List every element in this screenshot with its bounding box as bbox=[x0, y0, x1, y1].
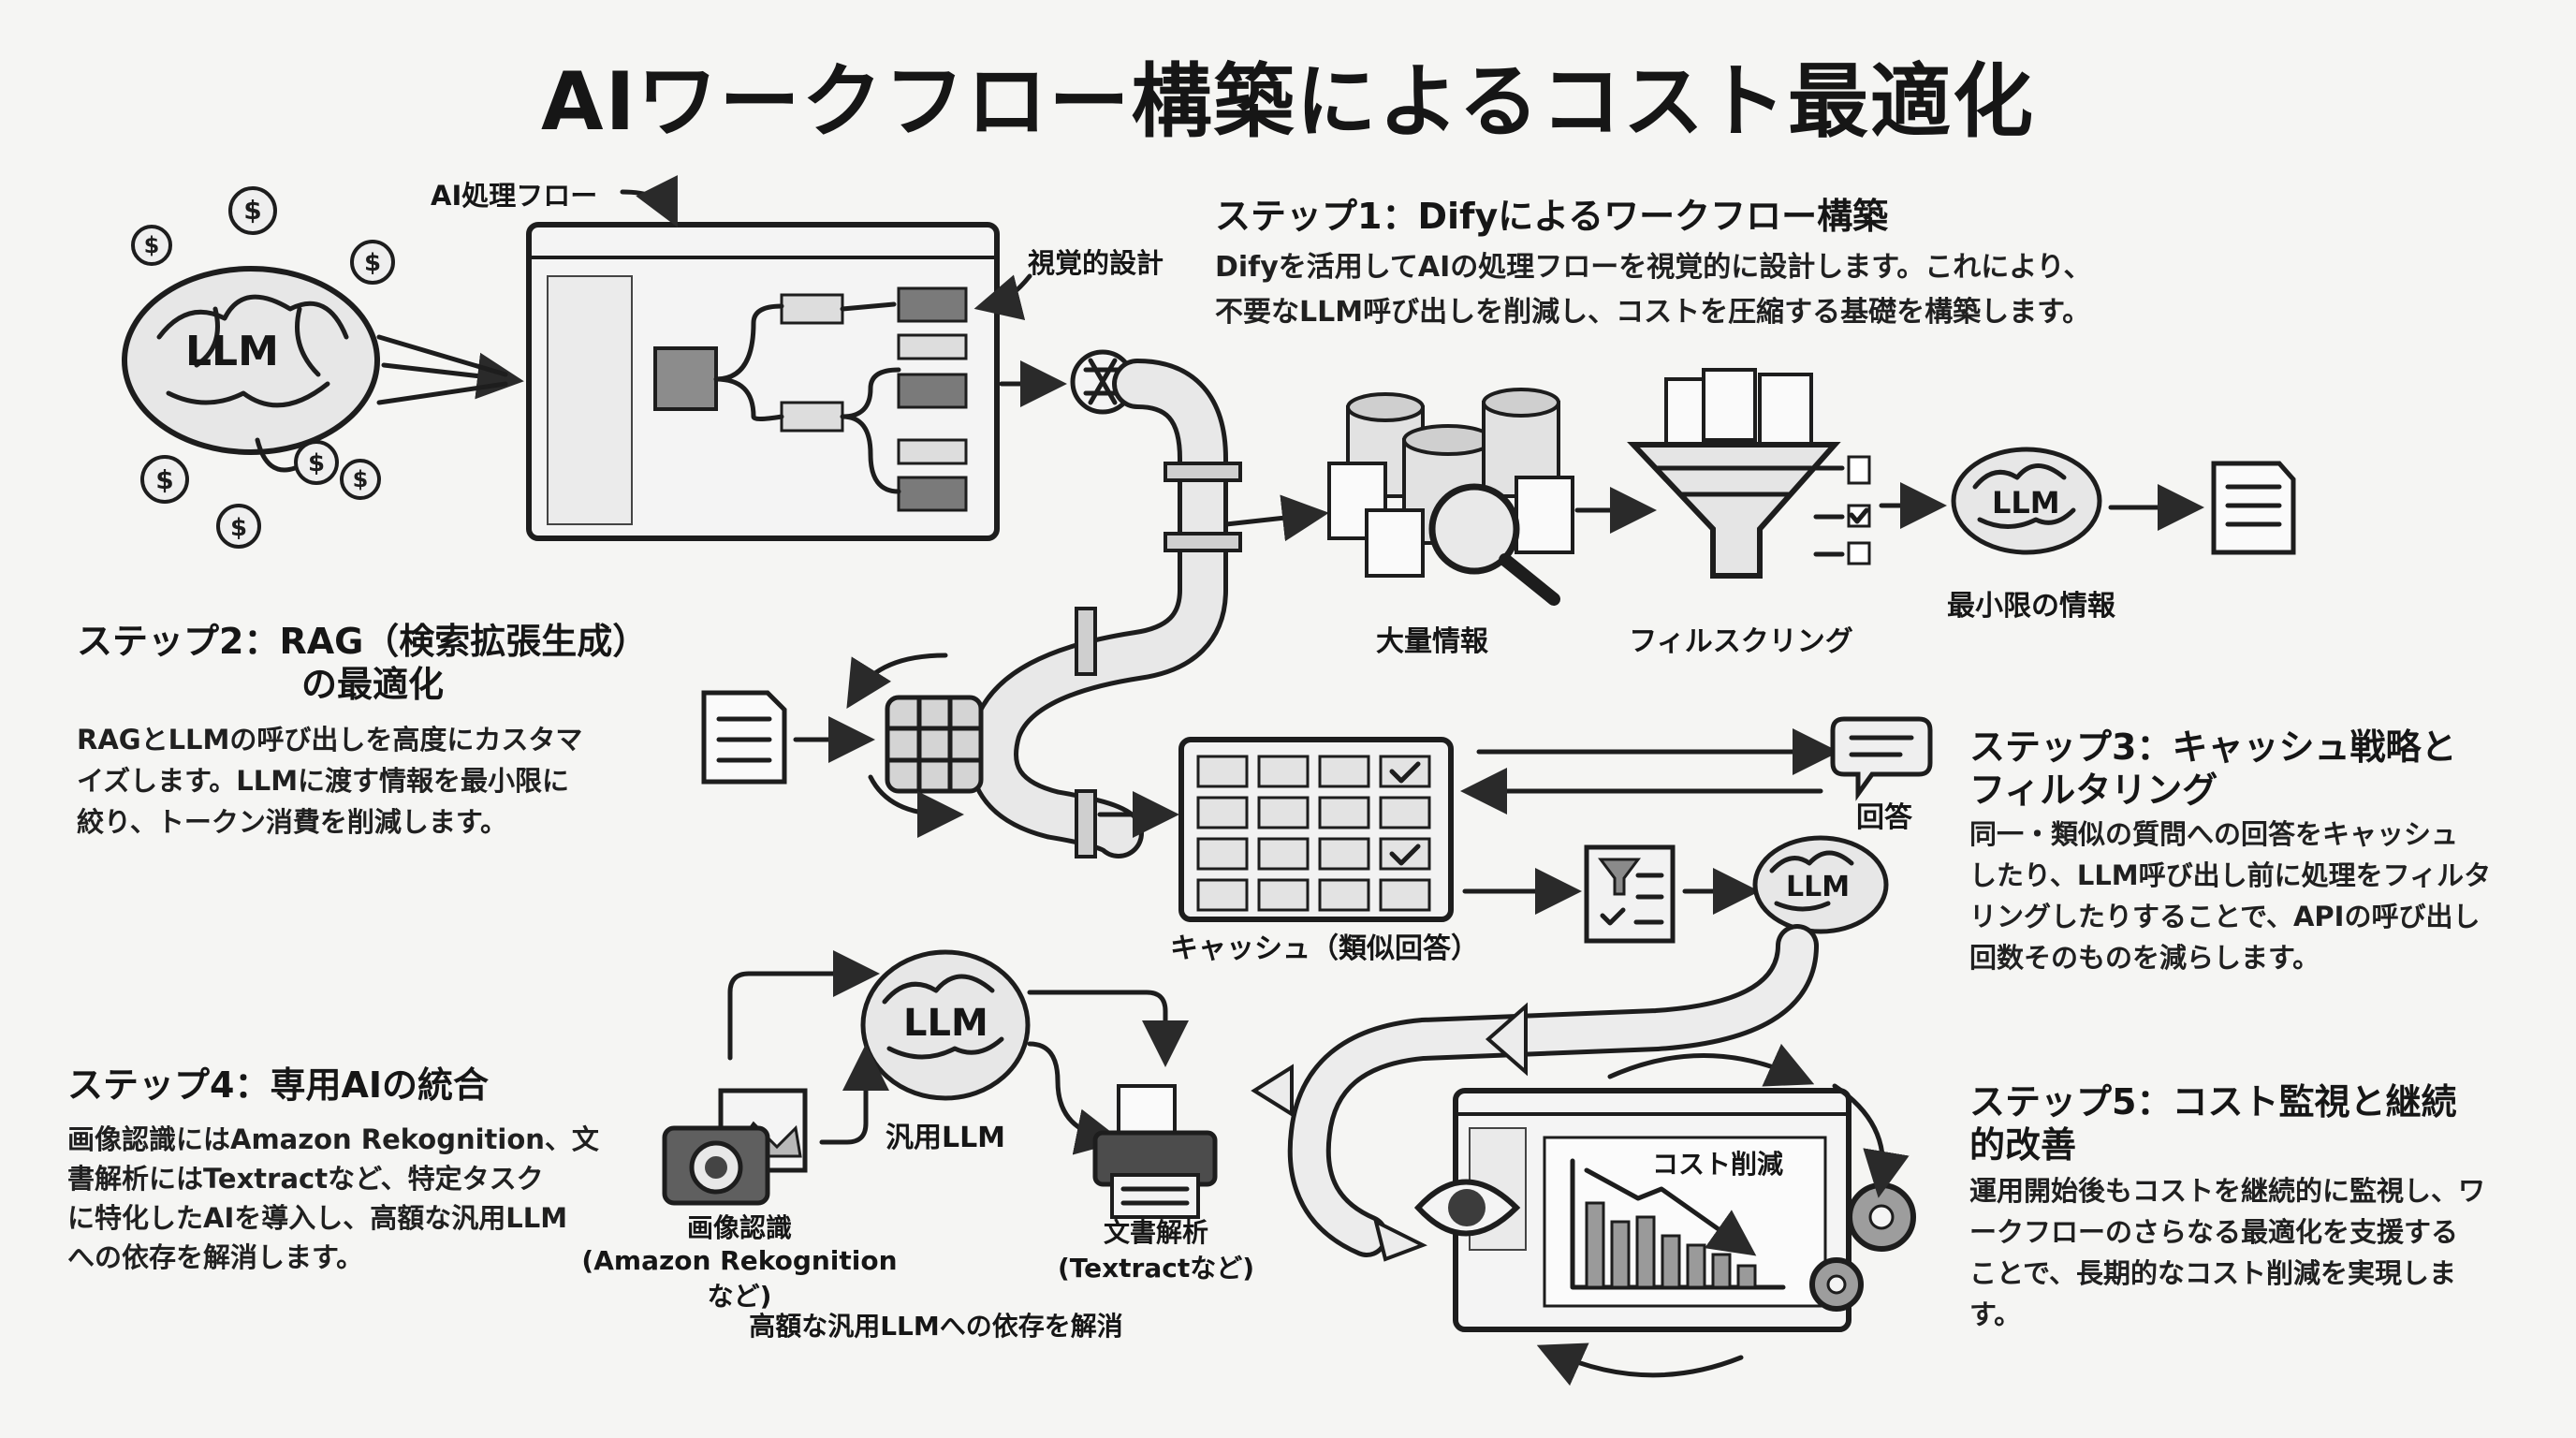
camera-icon bbox=[662, 1088, 808, 1206]
step2-block: ステップ2：RAG（検索拡張生成） の最適化 RAGとLLMの呼び出しを高度にカ… bbox=[77, 620, 732, 843]
step5-line: ークフローのさらなる最適化を支援する bbox=[1969, 1216, 2459, 1248]
answer-label: 回答 bbox=[1856, 801, 1912, 834]
brain-llm-label: LLM bbox=[1992, 485, 2060, 521]
gear-icon bbox=[1809, 1182, 1916, 1312]
step2-text: RAGとLLMの呼び出しを高度にカスタマ イズします。LLMに渡す情報を最小限に… bbox=[77, 719, 732, 843]
step3-line: 回数そのものを減らします。 bbox=[1969, 942, 2320, 974]
step2-line: RAGとLLMの呼び出しを高度にカスタマ bbox=[77, 724, 583, 756]
brain-icon bbox=[1752, 835, 1889, 934]
step2-line: イズします。LLMに渡す情報を最小限に bbox=[77, 765, 570, 797]
doc-analysis-label: 文書解析 bbox=[1103, 1217, 1208, 1248]
general-llm-label: 汎用LLM bbox=[885, 1122, 1006, 1154]
step4-text: 画像認識にはAmazon Rekognition、文 書解析にはTextract… bbox=[67, 1120, 629, 1277]
step4-line: 画像認識にはAmazon Rekognition、文 bbox=[67, 1123, 599, 1155]
pipe-icon bbox=[968, 359, 1242, 858]
step4-line: への依存を解消します。 bbox=[67, 1241, 364, 1273]
brain-llm-label: LLM bbox=[1786, 871, 1851, 903]
step4-block: ステップ4：専用AIの統合 画像認識にはAmazon Rekognition、文… bbox=[67, 1064, 629, 1277]
step2-heading-line2: の最適化 bbox=[301, 664, 445, 705]
step2-line: 絞り、トークン消費を削減します。 bbox=[77, 806, 507, 838]
ai-flow-label: AI処理フロー bbox=[431, 180, 598, 212]
svg-text:$: $ bbox=[243, 195, 261, 226]
chat-bubble-icon bbox=[1830, 716, 1933, 801]
funnel-icon bbox=[1627, 368, 1841, 579]
step1-line: 不要なLLM呼び出しを削減し、コストを圧縮する基礎を構築します。 bbox=[1215, 296, 2091, 329]
checklist-icon bbox=[1584, 844, 1676, 944]
svg-text:$: $ bbox=[364, 249, 381, 277]
svg-text:$: $ bbox=[144, 232, 160, 258]
brain-llm-label: LLM bbox=[903, 1002, 988, 1045]
magnifier-icon bbox=[1428, 483, 1560, 606]
svg-text:$: $ bbox=[353, 466, 369, 492]
page-title: AIワークフロー構築によるコスト最適化 bbox=[541, 55, 2035, 149]
step3-heading-line2: フィルタリング bbox=[1969, 770, 2218, 811]
step3-line: 同一・類似の質問への回答をキャッシュ bbox=[1969, 818, 2459, 850]
step5-heading-line1: ステップ5：コスト監視と継続 bbox=[1969, 1081, 2457, 1123]
dollar-coin-icon: $ $ $ $ $ $ $ bbox=[131, 186, 395, 549]
step5-line: す。 bbox=[1969, 1299, 2022, 1330]
svg-text:$: $ bbox=[230, 514, 247, 542]
step4-line: に特化したAIを導入し、高額な汎用LLM bbox=[67, 1202, 568, 1234]
step5-line: 運用開始後もコストを継続的に監視し、ワ bbox=[1969, 1175, 2486, 1207]
step3-line: したり、LLM呼び出し前に処理をフィルタ bbox=[1969, 859, 2492, 891]
cost-reduction-label: コスト削減 bbox=[1652, 1149, 1784, 1180]
checklist-icon bbox=[1813, 455, 1871, 565]
browser-window-icon bbox=[526, 222, 1000, 541]
brain-icon bbox=[122, 266, 380, 473]
step1-line: Difyを活用してAIの処理フローを視覚的に設計します。これにより、 bbox=[1215, 251, 2092, 284]
step1-heading: ステップ1：Difyによるワークフロー構築 bbox=[1215, 196, 1889, 237]
printer-icon bbox=[1092, 1084, 1218, 1219]
dependency-removed-label: 高額な汎用LLMへの依存を解消 bbox=[749, 1311, 1123, 1342]
svg-text:$: $ bbox=[155, 464, 173, 495]
step5-line: ことで、長期的なコスト削減を実現しま bbox=[1969, 1257, 2456, 1289]
step5-block: ステップ5：コスト監視と継続 的改善 運用開始後もコストを継続的に監視し、ワ ー… bbox=[1969, 1080, 2550, 1335]
minimal-info-label: 最小限の情報 bbox=[1947, 590, 2115, 623]
doc-analysis-sub: (Textractなど) bbox=[1057, 1253, 1255, 1284]
step1-text: Difyを活用してAIの処理フローを視覚的に設計します。これにより、 不要なLL… bbox=[1215, 245, 2507, 335]
cache-grid-icon bbox=[1178, 737, 1454, 922]
image-recognition-sub: (Amazon Rekognitionなど) bbox=[581, 1245, 898, 1312]
step3-text: 同一・類似の質問への回答をキャッシュ したり、LLM呼び出し前に処理をフィルタ … bbox=[1969, 814, 2550, 978]
step3-block: ステップ3：キャッシュ戦略と フィルタリング 同一・類似の質問への回答をキャッシ… bbox=[1969, 726, 2550, 978]
cube-icon bbox=[885, 695, 984, 794]
eye-icon bbox=[1413, 1179, 1521, 1237]
document-icon bbox=[2211, 461, 2296, 555]
step1-block: ステップ1：Difyによるワークフロー構築 Difyを活用してAIの処理フローを… bbox=[1215, 195, 2507, 335]
step3-line: リングしたりすることで、APIの呼び出し bbox=[1969, 901, 2481, 932]
step2-heading-line1: ステップ2：RAG（検索拡張生成） bbox=[77, 621, 649, 662]
bar-chart-icon bbox=[1570, 1158, 1786, 1290]
step5-heading-line2: 的改善 bbox=[1969, 1124, 2077, 1166]
brain-llm-label: LLM bbox=[185, 328, 279, 375]
step3-heading-line1: ステップ3：キャッシュ戦略と bbox=[1969, 726, 2457, 768]
filtering-label: フィルスクリング bbox=[1629, 625, 1853, 658]
cache-label: キャッシュ（類似回答） bbox=[1170, 932, 1479, 965]
svg-text:$: $ bbox=[308, 449, 325, 477]
step5-text: 運用開始後もコストを継続的に監視し、ワ ークフローのさらなる最適化を支援する こ… bbox=[1969, 1170, 2550, 1335]
document-icon bbox=[701, 690, 787, 785]
step4-line: 書解析にはTextractなど、特定タスク bbox=[67, 1163, 544, 1195]
image-recognition-label: 画像認識 bbox=[686, 1212, 792, 1243]
brain-icon bbox=[1951, 447, 2102, 555]
step4-heading: ステップ4：専用AIの統合 bbox=[67, 1064, 489, 1106]
brain-icon bbox=[860, 949, 1031, 1101]
visual-design-label: 視覚的設計 bbox=[1028, 247, 1164, 279]
mass-info-label: 大量情報 bbox=[1376, 625, 1488, 658]
